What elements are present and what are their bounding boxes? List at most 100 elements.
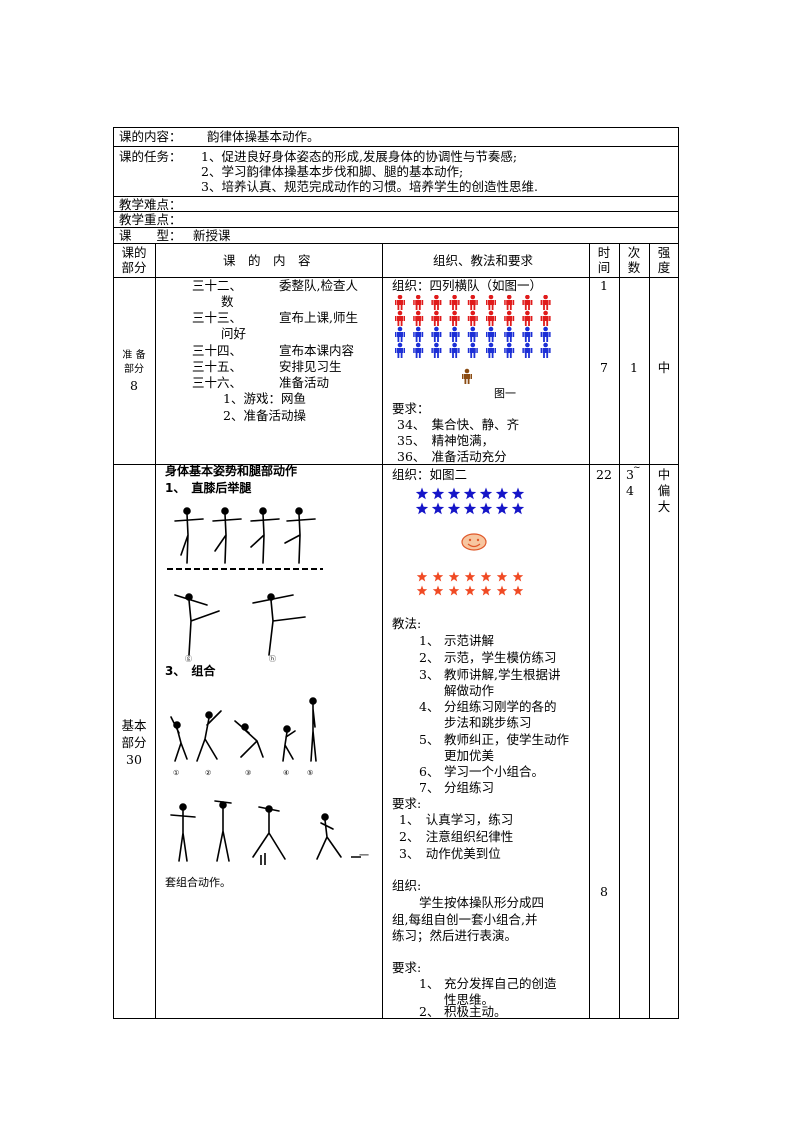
task-row: 课的任务： 1、促进良好身体姿态的形成,发展身体的协调性与节奏感; 2、学习韵律… bbox=[113, 147, 679, 197]
blue-star-icon bbox=[463, 502, 477, 515]
table-border bbox=[113, 127, 679, 1019]
prep-item-text: 委整队,检查人 bbox=[279, 278, 358, 293]
basic-req2-text: 积极主动。 bbox=[444, 1004, 507, 1019]
student-person-icon bbox=[504, 310, 515, 326]
method-text: 示范讲解 bbox=[444, 633, 495, 648]
red-star-icon bbox=[480, 585, 492, 596]
col-count-2: 数 bbox=[627, 260, 641, 275]
task-3: 3、培养认真、规范完成动作的习惯。培养学生的创造性思维. bbox=[201, 179, 538, 194]
method-num: 1、 bbox=[419, 633, 440, 648]
basic-org2-text: 组,每组自创一套小组合,并 bbox=[392, 912, 538, 927]
student-person-icon bbox=[413, 342, 424, 358]
svg-text:②: ② bbox=[205, 769, 211, 777]
basic-count-tilde: ~ bbox=[633, 463, 641, 473]
difficulty-label: 教学难点： bbox=[119, 197, 182, 212]
divider bbox=[619, 244, 620, 1019]
student-person-icon bbox=[486, 342, 496, 358]
leg-lift-figures bbox=[165, 503, 325, 575]
col-time-1: 时 bbox=[597, 245, 611, 260]
student-person-icon bbox=[395, 326, 405, 342]
key-point-row: 教学重点： bbox=[113, 212, 679, 228]
prep-sub-item: 2、准备活动操 bbox=[223, 408, 306, 423]
svg-text:⑤: ⑤ bbox=[307, 769, 313, 777]
svg-text:一: 一 bbox=[359, 851, 369, 862]
red-star-icon bbox=[416, 571, 428, 582]
prep-item-num: 三十四、 bbox=[192, 343, 243, 358]
prep-time-1: 1 bbox=[600, 278, 608, 293]
basic-count-1: 3 bbox=[626, 467, 634, 482]
blue-star-icon bbox=[511, 487, 525, 500]
prep-intensity: 中 bbox=[657, 360, 671, 375]
formation-figure-2 bbox=[392, 484, 542, 604]
student-person-icon bbox=[449, 326, 460, 342]
col-intensity-1: 强 bbox=[657, 245, 671, 260]
col-part-1: 课的 bbox=[121, 245, 147, 260]
col-part-2: 部分 bbox=[121, 260, 147, 275]
prep-item-cont: 数 bbox=[221, 294, 234, 309]
method-text: 分组练习刚学的各的 bbox=[444, 699, 557, 714]
basic-req2-text-cont: 性思维。 bbox=[444, 992, 495, 1007]
fig1-caption: 图一 bbox=[494, 387, 516, 400]
divider bbox=[649, 244, 650, 1019]
task-2: 2、学习韵律体操基本步伐和脚、腿的基本动作; bbox=[201, 164, 464, 179]
divider bbox=[589, 244, 590, 1019]
basic-req-label: 要求: bbox=[392, 796, 422, 811]
student-person-icon bbox=[449, 342, 460, 358]
prep-count: 1 bbox=[630, 360, 638, 375]
basic-intensity-3: 大 bbox=[657, 499, 671, 514]
prep-org: 组织：四列横队（如图一） bbox=[392, 278, 543, 293]
type-label: 课 型： bbox=[119, 228, 182, 243]
student-person-icon bbox=[540, 326, 551, 342]
blue-star-icon bbox=[447, 487, 461, 500]
student-person-icon bbox=[486, 310, 496, 326]
basic-org2-label: 组织: bbox=[392, 878, 422, 893]
student-person-icon bbox=[431, 295, 442, 310]
prep-item-num: 三十二、 bbox=[192, 278, 243, 293]
method-text-cont: 更加优美 bbox=[444, 748, 495, 763]
student-person-icon bbox=[504, 295, 515, 310]
task-label: 课的任务： bbox=[119, 149, 182, 164]
student-person-icon bbox=[540, 342, 551, 358]
method-text: 学习一个小组合。 bbox=[444, 764, 545, 779]
method-text: 示范，学生模仿练习 bbox=[444, 650, 557, 665]
lesson-plan-table: 课的内容： 韵律体操基本动作。 课的任务： 1、促进良好身体姿态的形成,发展身体… bbox=[113, 127, 679, 1019]
blue-star-icon bbox=[447, 502, 461, 515]
prep-part-3: 8 bbox=[130, 378, 138, 393]
prep-time-2: 7 bbox=[600, 360, 608, 375]
red-star-icon bbox=[448, 585, 460, 596]
prep-row bbox=[113, 278, 679, 465]
divider bbox=[382, 244, 383, 1019]
basic-intensity-1: 中 bbox=[657, 467, 671, 482]
svg-text:①: ① bbox=[173, 769, 179, 777]
prep-part-1: 准 备 bbox=[122, 350, 146, 361]
basic-req: 2、 注意组织纪律性 bbox=[399, 829, 514, 844]
svg-text:③: ③ bbox=[245, 769, 251, 777]
basic-item1: 1、 直膝后举腿 bbox=[165, 481, 252, 495]
student-person-icon bbox=[467, 326, 478, 342]
prep-req: 36、 准备活动充分 bbox=[397, 449, 507, 464]
basic-req: 1、 认真学习，练习 bbox=[399, 812, 514, 827]
svg-text:ⓖ: ⓖ bbox=[185, 655, 192, 663]
red-star-icon bbox=[432, 571, 444, 582]
blue-star-icon bbox=[431, 502, 445, 515]
blue-star-icon bbox=[431, 487, 445, 500]
method-num: 3、 bbox=[419, 667, 440, 682]
basic-req2-text: 充分发挥自己的创造 bbox=[444, 976, 557, 991]
red-star-icon bbox=[432, 585, 444, 596]
type-row: 课 型： 新授课 bbox=[113, 228, 679, 244]
red-star-icon bbox=[512, 571, 524, 582]
blue-star-icon bbox=[463, 487, 477, 500]
basic-org2-text: 练习；然后进行表演。 bbox=[392, 928, 518, 943]
blue-star-icon bbox=[511, 502, 525, 515]
blue-star-icon bbox=[495, 502, 509, 515]
method-text: 教师纠正，使学生动作 bbox=[444, 732, 570, 747]
prep-req-label: 要求： bbox=[392, 401, 430, 416]
basic-title: 身体基本姿势和腿部动作 bbox=[165, 464, 298, 478]
svg-text:ⓗ: ⓗ bbox=[269, 655, 276, 663]
basic-org: 组织：如图二 bbox=[392, 467, 468, 482]
prep-item-text: 安排见习生 bbox=[279, 359, 342, 374]
prep-item-text: 宣布本课内容 bbox=[279, 343, 355, 358]
student-person-icon bbox=[540, 295, 551, 310]
divider bbox=[155, 244, 156, 1019]
